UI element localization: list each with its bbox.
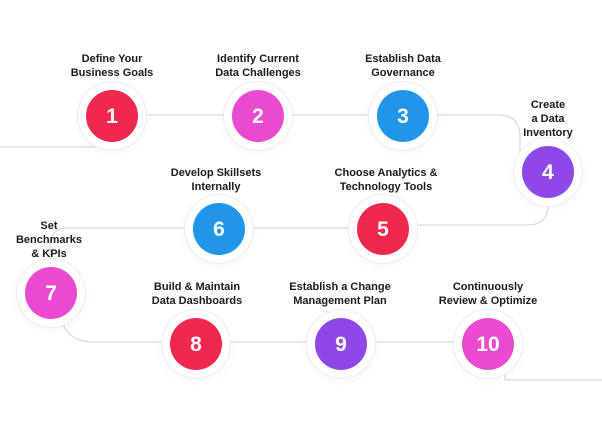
step-2-label: Identify Current Data Challenges	[215, 53, 301, 79]
step-2-circle: 2	[232, 90, 284, 142]
step-10-circle: 10	[462, 318, 514, 370]
step-3-label: Establish Data Governance	[365, 53, 441, 79]
step-7-circle: 7	[25, 267, 77, 319]
step-6-circle: 6	[193, 203, 245, 255]
step-7-label: Set Benchmarks & KPIs	[15, 220, 83, 260]
step-5-circle: 5	[357, 203, 409, 255]
step-4-number: 4	[542, 160, 554, 184]
step-1-label: Define Your Business Goals	[70, 53, 154, 79]
step-3-circle: 3	[377, 90, 429, 142]
step-5-number: 5	[377, 217, 389, 241]
step-8-number: 8	[190, 332, 202, 356]
step-10-number: 10	[476, 332, 500, 356]
step-6-number: 6	[213, 217, 225, 241]
step-9-circle: 9	[315, 318, 367, 370]
step-8-label: Build & Maintain Data Dashboards	[151, 281, 243, 307]
step-4-circle: 4	[522, 146, 574, 198]
step-4-label: Create a Data Inventory	[523, 99, 573, 139]
step-10-label: Continuously Review & Optimize	[438, 281, 538, 307]
step-9-label: Establish a Change Management Plan	[289, 281, 391, 307]
step-1-circle: 1	[86, 90, 138, 142]
step-1-number: 1	[106, 104, 118, 128]
step-9-number: 9	[335, 332, 347, 356]
step-5-label: Choose Analytics & Technology Tools	[334, 167, 438, 193]
step-6-label: Develop Skillsets Internally	[170, 167, 262, 193]
step-2-number: 2	[252, 104, 264, 128]
step-8-circle: 8	[170, 318, 222, 370]
step-3-number: 3	[397, 104, 409, 128]
step-7-number: 7	[45, 281, 57, 305]
